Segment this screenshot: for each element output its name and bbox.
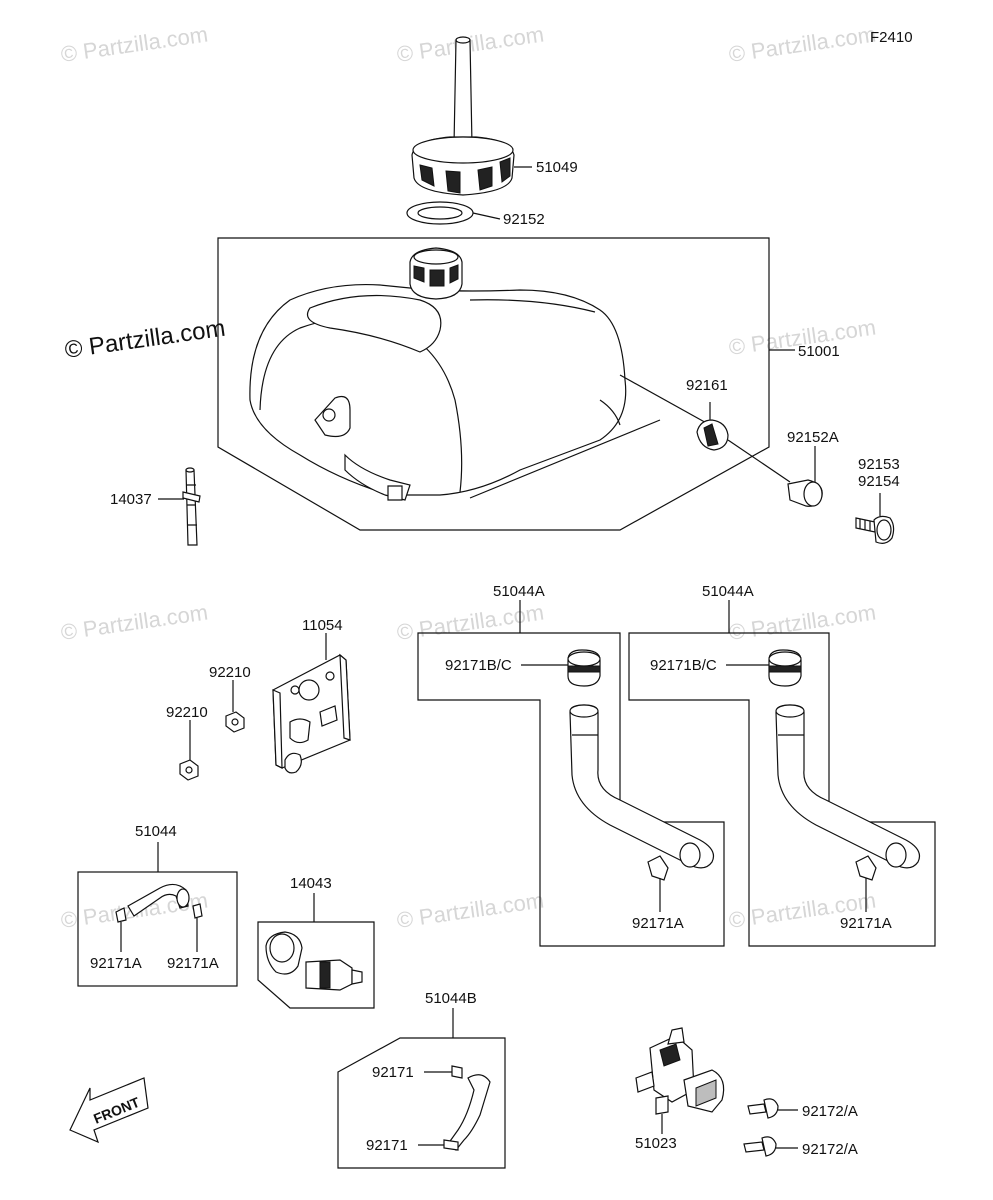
part-92171A-3-label[interactable]: 92171A bbox=[90, 955, 142, 972]
part-92171-2-label[interactable]: 92171 bbox=[366, 1137, 408, 1154]
part-14037-label[interactable]: 14037 bbox=[110, 491, 152, 508]
fuel-filter-outline bbox=[257, 921, 375, 1009]
part-51044A-2-label[interactable]: 51044A bbox=[702, 583, 754, 600]
part-92171A-4-label[interactable]: 92171A bbox=[167, 955, 219, 972]
part-92171A-2-label[interactable]: 92171A bbox=[840, 915, 892, 932]
watermark-main: © Partzilla.com bbox=[63, 315, 227, 364]
tank-assembly-outline bbox=[217, 237, 770, 531]
hose-kit-2-outline bbox=[628, 632, 936, 947]
watermark: © Partzilla.com bbox=[727, 22, 877, 67]
screw-drawing bbox=[743, 1098, 779, 1157]
part-92171-1-label[interactable]: 92171 bbox=[372, 1064, 414, 1081]
part-11054-label[interactable]: 11054 bbox=[302, 617, 343, 634]
hose-kit-1-drawing bbox=[567, 649, 715, 881]
gasket-drawing bbox=[406, 201, 474, 225]
bolt-drawing bbox=[855, 515, 895, 544]
hose-kit-2-drawing bbox=[768, 649, 921, 881]
part-92171A-1-label[interactable]: 92171A bbox=[632, 915, 684, 932]
part-92172A-1-label[interactable]: 92172/A bbox=[802, 1103, 858, 1120]
grommet-drawing bbox=[696, 419, 729, 451]
part-92171BC-1-label[interactable]: 92171B/C bbox=[445, 657, 512, 674]
fuel-cock-drawing bbox=[635, 1027, 725, 1115]
watermark: © Partzilla.com bbox=[395, 888, 545, 933]
part-51044B-label[interactable]: 51044B bbox=[425, 990, 477, 1007]
front-arrow: FRONT bbox=[69, 1077, 149, 1144]
part-14043-label[interactable]: 14043 bbox=[290, 875, 332, 892]
watermark: © Partzilla.com bbox=[59, 22, 209, 67]
watermark: © Partzilla.com bbox=[727, 600, 877, 645]
part-92161-label[interactable]: 92161 bbox=[686, 377, 728, 394]
hose-kit-3-drawing bbox=[115, 883, 203, 923]
nut-drawing bbox=[179, 711, 245, 781]
hose-kit-4-drawing bbox=[443, 1065, 491, 1151]
part-92172A-2-label[interactable]: 92172/A bbox=[802, 1141, 858, 1158]
leader-line bbox=[727, 439, 791, 483]
part-92210-a-label[interactable]: 92210 bbox=[209, 664, 251, 681]
leader-92152 bbox=[472, 212, 501, 220]
part-51001-label[interactable]: 51001 bbox=[798, 343, 840, 360]
plug-drawing bbox=[787, 479, 823, 507]
part-92153-label[interactable]: 92153 bbox=[858, 456, 900, 473]
figure-code: F2410 bbox=[870, 29, 913, 46]
hose-kit-1-outline bbox=[417, 632, 725, 947]
fuel-filter-drawing bbox=[265, 931, 363, 991]
fuel-tank-drawing bbox=[249, 247, 711, 501]
fuel-cap-drawing bbox=[411, 36, 515, 196]
part-92154-label[interactable]: 92154 bbox=[858, 473, 900, 490]
part-92210-b-label[interactable]: 92210 bbox=[166, 704, 208, 721]
part-51044A-1-label[interactable]: 51044A bbox=[493, 583, 545, 600]
part-51023-label[interactable]: 51023 bbox=[635, 1135, 677, 1152]
part-92152-label[interactable]: 92152 bbox=[503, 211, 545, 228]
hose-kit-4-outline bbox=[337, 1037, 506, 1169]
part-51044-label[interactable]: 51044 bbox=[135, 823, 177, 840]
strap-drawing bbox=[182, 467, 201, 546]
part-51049-label[interactable]: 51049 bbox=[536, 159, 578, 176]
part-92171BC-2-label[interactable]: 92171B/C bbox=[650, 657, 717, 674]
bracket-drawing bbox=[272, 653, 351, 774]
part-92152A-label[interactable]: 92152A bbox=[787, 429, 839, 446]
watermark: © Partzilla.com bbox=[59, 600, 209, 645]
